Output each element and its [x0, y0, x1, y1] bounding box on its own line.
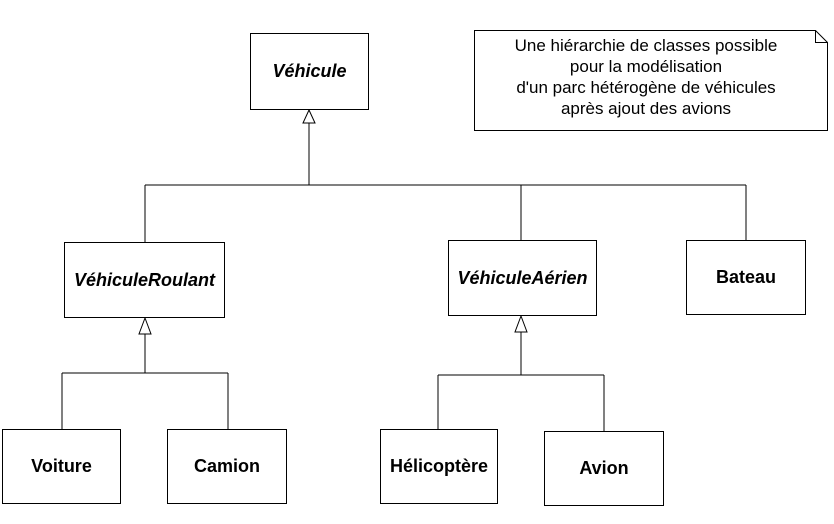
- inheritance-arrowhead-roulant: [138, 316, 152, 335]
- class-avion-label: Avion: [579, 458, 629, 478]
- uml-note: Une hiérarchie de classes possible pour …: [474, 30, 828, 131]
- class-bateau-label: Bateau: [715, 267, 777, 287]
- note-line: d'un parc hétérogène de véhicules: [516, 78, 776, 97]
- class-avion: Avion: [544, 431, 664, 506]
- note-line: Une hiérarchie de classes possible: [514, 36, 778, 55]
- class-helicoptere: Hélicoptère: [380, 429, 498, 504]
- note-dog-ear-shape: [474, 30, 828, 131]
- class-voiture-label: Voiture: [31, 456, 92, 476]
- note-line: pour la modélisation: [569, 57, 723, 76]
- class-vehicule: Véhicule: [250, 33, 369, 110]
- class-camion: Camion: [167, 429, 287, 504]
- class-vehicule-label: Véhicule: [272, 61, 347, 81]
- inheritance-arrowhead-aerien: [514, 314, 528, 333]
- note-text: Une hiérarchie de classes possible pour …: [474, 35, 818, 119]
- class-vehicule-roulant: VéhiculeRoulant: [64, 242, 225, 318]
- class-vehicule-aerien: VéhiculeAérien: [448, 240, 597, 316]
- class-bateau: Bateau: [686, 240, 806, 315]
- class-camion-label: Camion: [193, 456, 260, 476]
- class-helicoptere-label: Hélicoptère: [389, 456, 489, 476]
- class-voiture: Voiture: [2, 429, 121, 504]
- note-line: après ajout des avions: [560, 99, 732, 118]
- class-vehicule-aerien-label: VéhiculeAérien: [457, 267, 588, 288]
- class-vehicule-roulant-label: VéhiculeRoulant: [73, 269, 216, 290]
- inheritance-arrowhead-vehicule: [302, 108, 316, 124]
